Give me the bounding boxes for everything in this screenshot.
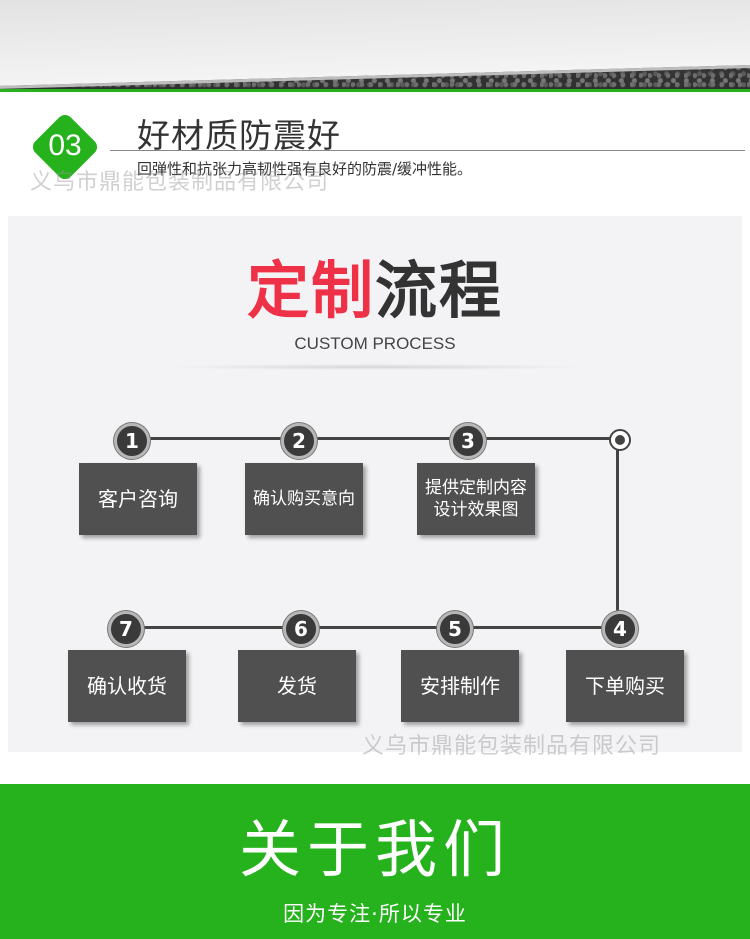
flow-line-top bbox=[134, 437, 620, 440]
step-5-number: 5 bbox=[437, 611, 473, 647]
feature-underline bbox=[110, 150, 745, 151]
step-3-label-line1: 提供定制内容 bbox=[425, 478, 527, 498]
step-7-number: 7 bbox=[108, 611, 144, 647]
process-title-red: 定制 bbox=[246, 254, 375, 327]
step-4-number: 4 bbox=[602, 611, 638, 647]
flow-end-dot-icon bbox=[609, 429, 631, 451]
about-section bbox=[0, 784, 750, 939]
step-5-box: 安排制作 bbox=[401, 650, 519, 722]
feature-title: 好材质防震好 bbox=[137, 116, 341, 155]
process-title: 定制流程 bbox=[0, 256, 750, 326]
process-title-dark: 流程 bbox=[375, 254, 504, 327]
step-6-box: 发货 bbox=[238, 650, 356, 722]
process-subtitle: CUSTOM PROCESS bbox=[294, 334, 456, 353]
step-7-box: 确认收货 bbox=[68, 650, 186, 722]
step-3-number: 3 bbox=[450, 423, 486, 459]
watermark-top: 义乌市鼎能包装制品有限公司 bbox=[30, 170, 330, 195]
title-shadow bbox=[160, 364, 590, 370]
green-divider bbox=[0, 89, 750, 92]
step-6-number: 6 bbox=[283, 611, 319, 647]
flow-line-right bbox=[616, 438, 619, 628]
flow-line-bottom bbox=[124, 626, 620, 629]
step-2-box: 确认购买意向 bbox=[245, 463, 363, 535]
step-3-label-line2: 设计效果图 bbox=[433, 500, 519, 520]
badge-number: 03 bbox=[48, 129, 82, 162]
feature-description: 回弹性和抗张力高韧性强有良好的防震/缓冲性能。 bbox=[137, 160, 473, 178]
step-1-number: 1 bbox=[114, 423, 150, 459]
number-badge-icon bbox=[32, 114, 98, 180]
about-title: 关于我们 bbox=[238, 813, 511, 886]
watermark-bottom: 义乌市鼎能包装制品有限公司 bbox=[362, 734, 662, 759]
product-photo-strip bbox=[0, 0, 750, 92]
step-1-box: 客户咨询 bbox=[79, 463, 197, 535]
step-3-box: 提供定制内容 设计效果图 bbox=[417, 463, 535, 535]
about-subtitle: 因为专注·所以专业 bbox=[283, 902, 467, 926]
step-2-number: 2 bbox=[281, 423, 317, 459]
step-4-box: 下单购买 bbox=[566, 650, 684, 722]
foam-board-edge bbox=[0, 0, 750, 90]
